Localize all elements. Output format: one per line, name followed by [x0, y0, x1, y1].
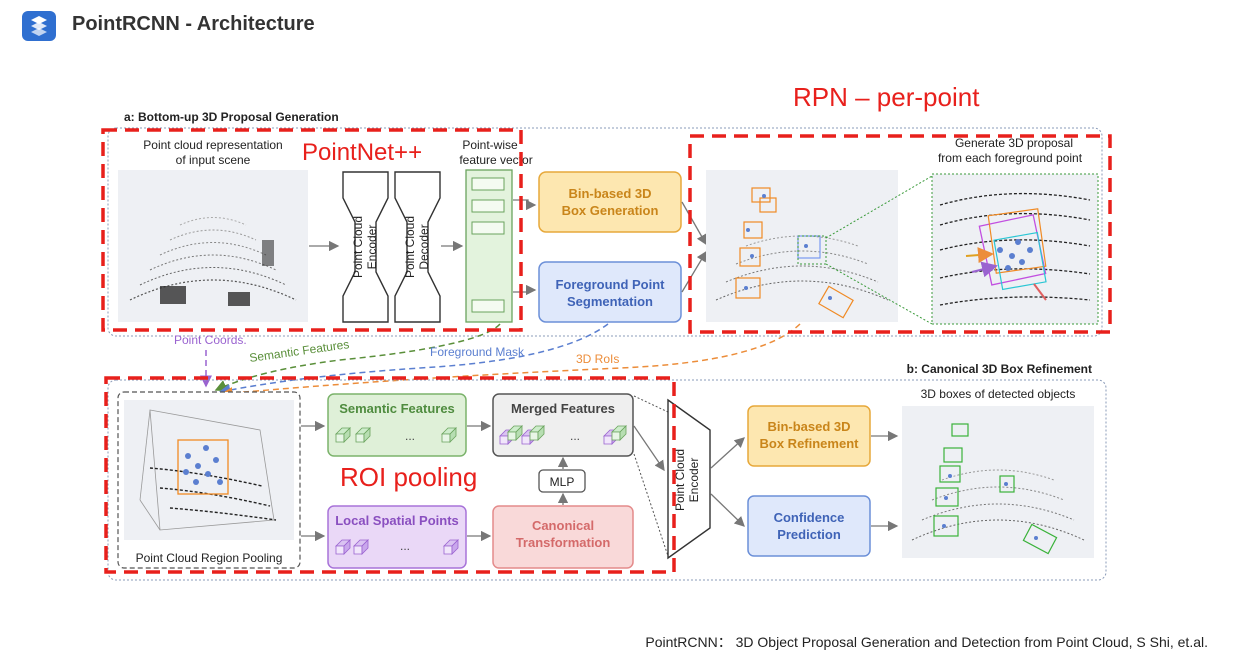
confidence-prediction-block: [747, 495, 871, 557]
roi-highlight-box: [104, 376, 676, 574]
bin-box-label-1: Bin-based 3D: [568, 186, 651, 201]
feature-caption-2: feature vector: [459, 153, 532, 167]
semantic-ellipsis: ...: [405, 429, 415, 443]
decoder-a-label-1: Point Cloud: [403, 216, 417, 278]
bin-box-generation-block: [538, 171, 682, 233]
input-caption-2: of input scene: [176, 153, 251, 167]
bin-box-refinement-block: [747, 405, 871, 467]
proposal-caption-2: from each foreground point: [938, 151, 1083, 165]
region-pooling-image: [124, 400, 294, 540]
encoder-a-label-1: Point Cloud: [351, 216, 365, 278]
rpn-annotation: RPN – per-point: [793, 82, 980, 112]
input-caption-1: Point cloud representation: [143, 138, 282, 152]
stage-b-frame: [107, 379, 1107, 581]
mlp-label: MLP: [550, 475, 575, 489]
stage-a-frame: [107, 127, 1103, 337]
canonical-label-1: Canonical: [532, 518, 594, 533]
zoomed-proposal-image: [931, 173, 1099, 325]
slide-title: PointRCNN - Architecture: [72, 13, 315, 35]
point-cloud-decoder-a: [394, 171, 441, 323]
rois-link-label: 3D RoIs: [576, 352, 619, 366]
foreground-segmentation-block: [538, 261, 682, 323]
canonical-transformation-block: [492, 505, 634, 569]
confidence-label-1: Confidence: [774, 510, 845, 525]
point-cloud-encoder-b: [667, 398, 711, 560]
citation-footer: PointRCNN： 3D Object Proposal Generation…: [645, 634, 1208, 650]
rpn-highlight-box: [688, 134, 1112, 334]
merged-ellipsis: ...: [570, 429, 580, 443]
point-wise-feature-vector: [465, 169, 513, 323]
stage-b-title: b: Canonical 3D Box Refinement: [907, 362, 1092, 376]
pointnet-annotation: PointNet++: [302, 139, 422, 166]
canonical-label-2: Transformation: [516, 535, 611, 550]
input-scene-image: [118, 170, 308, 322]
proposal-caption-1: Generate 3D proposal: [955, 136, 1073, 150]
encoder-b-label-1: Point Cloud: [673, 449, 687, 511]
bin-refine-label-1: Bin-based 3D: [767, 419, 850, 434]
fg-seg-label-2: Segmentation: [567, 294, 653, 309]
semantic-features-label: Semantic Features: [339, 401, 455, 416]
confidence-label-2: Prediction: [777, 527, 841, 542]
local-spatial-label: Local Spatial Points: [335, 513, 459, 528]
stage-a-title: a: Bottom-up 3D Proposal Generation: [124, 110, 339, 124]
proposal-scene-image: [706, 170, 898, 322]
region-pooling-label: Point Cloud Region Pooling: [136, 551, 283, 565]
detected-boxes-image: [902, 406, 1094, 558]
foreground-mask-link-label: Foreground Mask: [430, 345, 525, 359]
brand-logo-icon: [22, 11, 56, 41]
decoder-a-label-2: Decoder: [417, 224, 431, 269]
pointnet-highlight-box: [101, 128, 523, 332]
point-coords-label: Point Coords.: [174, 333, 247, 347]
encoder-b-label-2: Encoder: [687, 458, 701, 503]
fg-seg-label-1: Foreground Point: [555, 277, 665, 292]
spatial-ellipsis: ...: [400, 539, 410, 553]
bin-refine-label-2: Box Refinement: [760, 436, 860, 451]
bin-box-label-2: Box Generation: [562, 203, 659, 218]
mlp-block: [538, 469, 586, 493]
roi-annotation: ROI pooling: [340, 462, 477, 492]
merged-features-label: Merged Features: [511, 401, 615, 416]
encoder-a-label-2: Encoder: [365, 225, 379, 270]
detected-caption: 3D boxes of detected objects: [921, 387, 1076, 401]
feature-caption-1: Point-wise: [462, 138, 518, 152]
point-cloud-encoder-a: [342, 171, 389, 323]
